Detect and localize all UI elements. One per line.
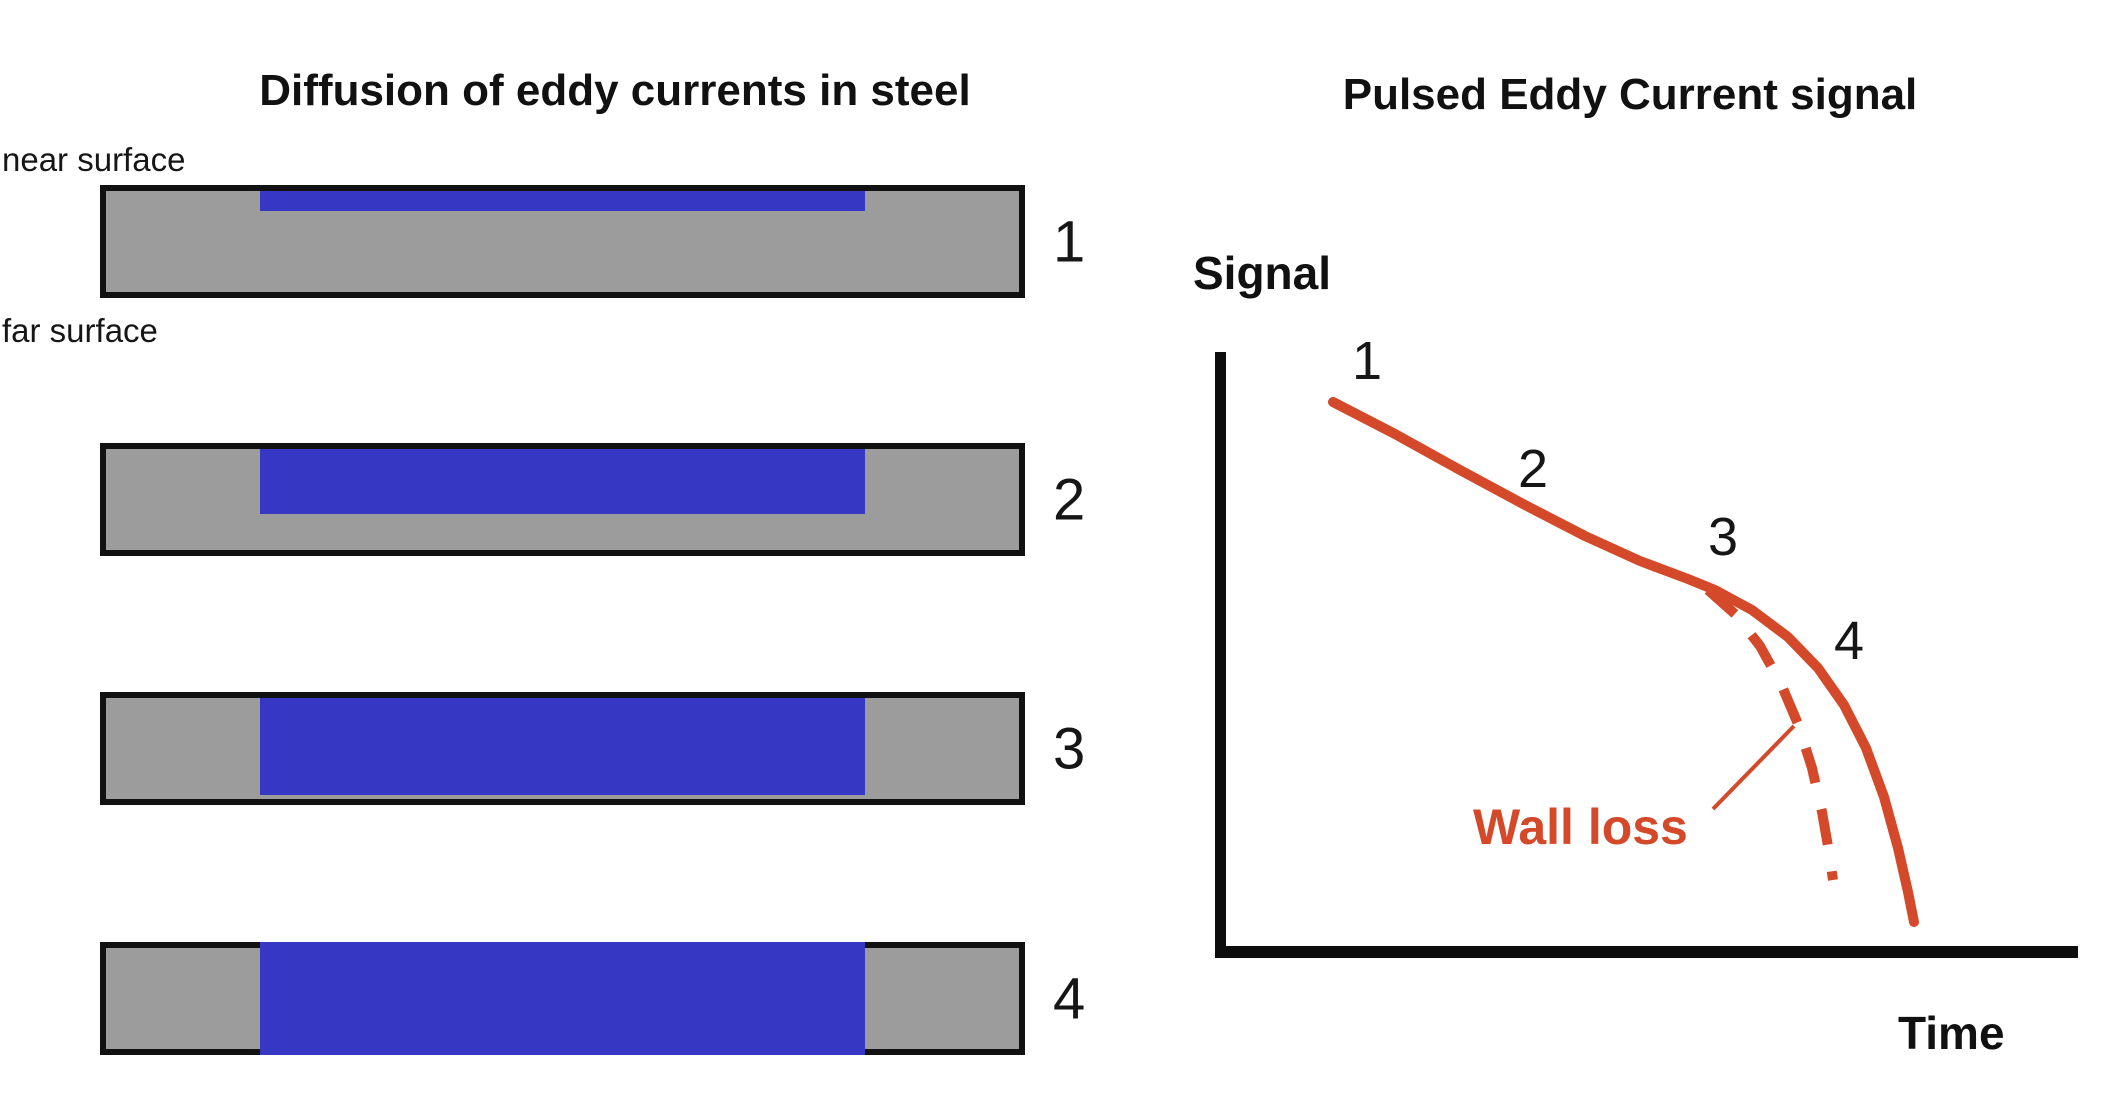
y-axis-label: Signal bbox=[1193, 247, 1332, 299]
bar-number-2: 2 bbox=[1053, 467, 1086, 532]
signal-curve-wall-loss-dashed bbox=[1704, 586, 1838, 881]
wall-loss-pointer-line bbox=[1711, 724, 1796, 811]
steel-bar-2: 2 bbox=[100, 443, 1085, 556]
steel-bar-3: 3 bbox=[100, 692, 1085, 805]
curve-stage-label-2: 2 bbox=[1518, 439, 1549, 499]
steel-bar-4: 4 bbox=[100, 942, 1085, 1055]
curve-stage-label-1: 1 bbox=[1352, 331, 1383, 391]
near-surface-label: near surface bbox=[2, 141, 186, 178]
bar-number-3: 3 bbox=[1053, 716, 1086, 781]
far-surface-label: far surface bbox=[2, 312, 158, 349]
curve-stage-label-4: 4 bbox=[1834, 611, 1865, 671]
wall-loss-label: Wall loss bbox=[1473, 799, 1688, 855]
curve-stage-label-3: 3 bbox=[1708, 507, 1739, 567]
x-axis-label: Time bbox=[1898, 1007, 2005, 1059]
eddy-current-region-4 bbox=[260, 942, 865, 1055]
eddy-current-region-3 bbox=[260, 698, 865, 795]
x-axis-line bbox=[1215, 946, 2078, 958]
bar-number-4: 4 bbox=[1053, 966, 1086, 1031]
steel-bar-1: 1 bbox=[100, 185, 1085, 298]
left-panel-title: Diffusion of eddy currents in steel bbox=[259, 66, 971, 115]
y-axis-line bbox=[1215, 352, 1226, 958]
bar-number-1: 1 bbox=[1053, 209, 1086, 274]
right-panel-title: Pulsed Eddy Current signal bbox=[1342, 70, 1918, 119]
eddy-current-region-2 bbox=[260, 449, 865, 514]
eddy-current-region-1 bbox=[260, 191, 865, 212]
